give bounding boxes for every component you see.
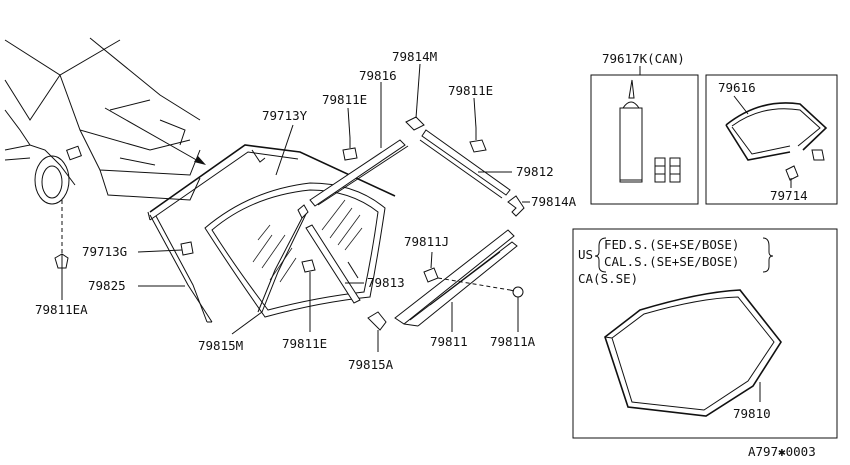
spec-us-line2: CAL.S.(SE+SE/BOSE) bbox=[604, 254, 739, 269]
spec-ca-line: CA(S.SE) bbox=[578, 271, 638, 286]
clip-79811EA-part bbox=[54, 253, 69, 269]
clip-79811E-upper-right bbox=[469, 128, 487, 153]
upper-molding-79812 bbox=[419, 129, 511, 199]
spec-us-prefix: US bbox=[578, 247, 593, 262]
label-79811E-upper-left: 79811E bbox=[322, 92, 367, 107]
screw-79811A-part bbox=[509, 286, 524, 298]
windshield-variant-box bbox=[572, 228, 838, 439]
joint-79814M-part bbox=[405, 116, 425, 131]
upper-molding-79816 bbox=[309, 139, 409, 207]
label-79810: 79810 bbox=[733, 406, 771, 421]
side-molding-79813 bbox=[305, 224, 361, 304]
label-79616: 79616 bbox=[718, 80, 756, 95]
figure-code: A797✱0003 bbox=[748, 444, 816, 459]
label-79812: 79812 bbox=[516, 164, 554, 179]
label-79811: 79811 bbox=[430, 334, 468, 349]
car-illustration bbox=[4, 37, 206, 205]
clip-79811J-part bbox=[423, 267, 439, 283]
side-molding-left bbox=[257, 204, 309, 313]
label-79713G: 79713G bbox=[82, 244, 127, 259]
lower-molding-79811 bbox=[394, 229, 518, 327]
clip-79811E-upper-left bbox=[342, 138, 358, 161]
label-79811E-upper-right: 79811E bbox=[448, 83, 493, 98]
corner-79814A-part bbox=[507, 195, 525, 217]
label-79811A: 79811A bbox=[490, 334, 536, 349]
label-79813: 79813 bbox=[367, 275, 405, 290]
label-79617K-can: 79617K(CAN) bbox=[602, 51, 685, 66]
clip-79713G-part bbox=[180, 241, 194, 256]
label-79815A: 79815A bbox=[348, 357, 394, 372]
dam-rubber-box bbox=[705, 74, 838, 205]
label-79815M: 79815M bbox=[198, 338, 243, 353]
label-79825: 79825 bbox=[88, 278, 126, 293]
frame-molding-79713Y bbox=[147, 144, 396, 323]
label-79814A: 79814A bbox=[531, 194, 577, 209]
corner-79815A-part bbox=[367, 311, 387, 331]
label-79713Y: 79713Y bbox=[262, 108, 308, 123]
sealant-can-box bbox=[590, 74, 699, 205]
label-79814M: 79814M bbox=[392, 49, 437, 64]
label-79811J: 79811J bbox=[404, 234, 449, 249]
label-79811E-lower: 79811E bbox=[282, 336, 327, 351]
label-79816: 79816 bbox=[359, 68, 397, 83]
label-79714: 79714 bbox=[770, 188, 808, 203]
clip-79811E-lower bbox=[301, 259, 316, 273]
label-79811EA: 79811EA bbox=[35, 302, 88, 317]
spec-us-line1: FED.S.(SE+SE/BOSE) bbox=[604, 237, 739, 252]
